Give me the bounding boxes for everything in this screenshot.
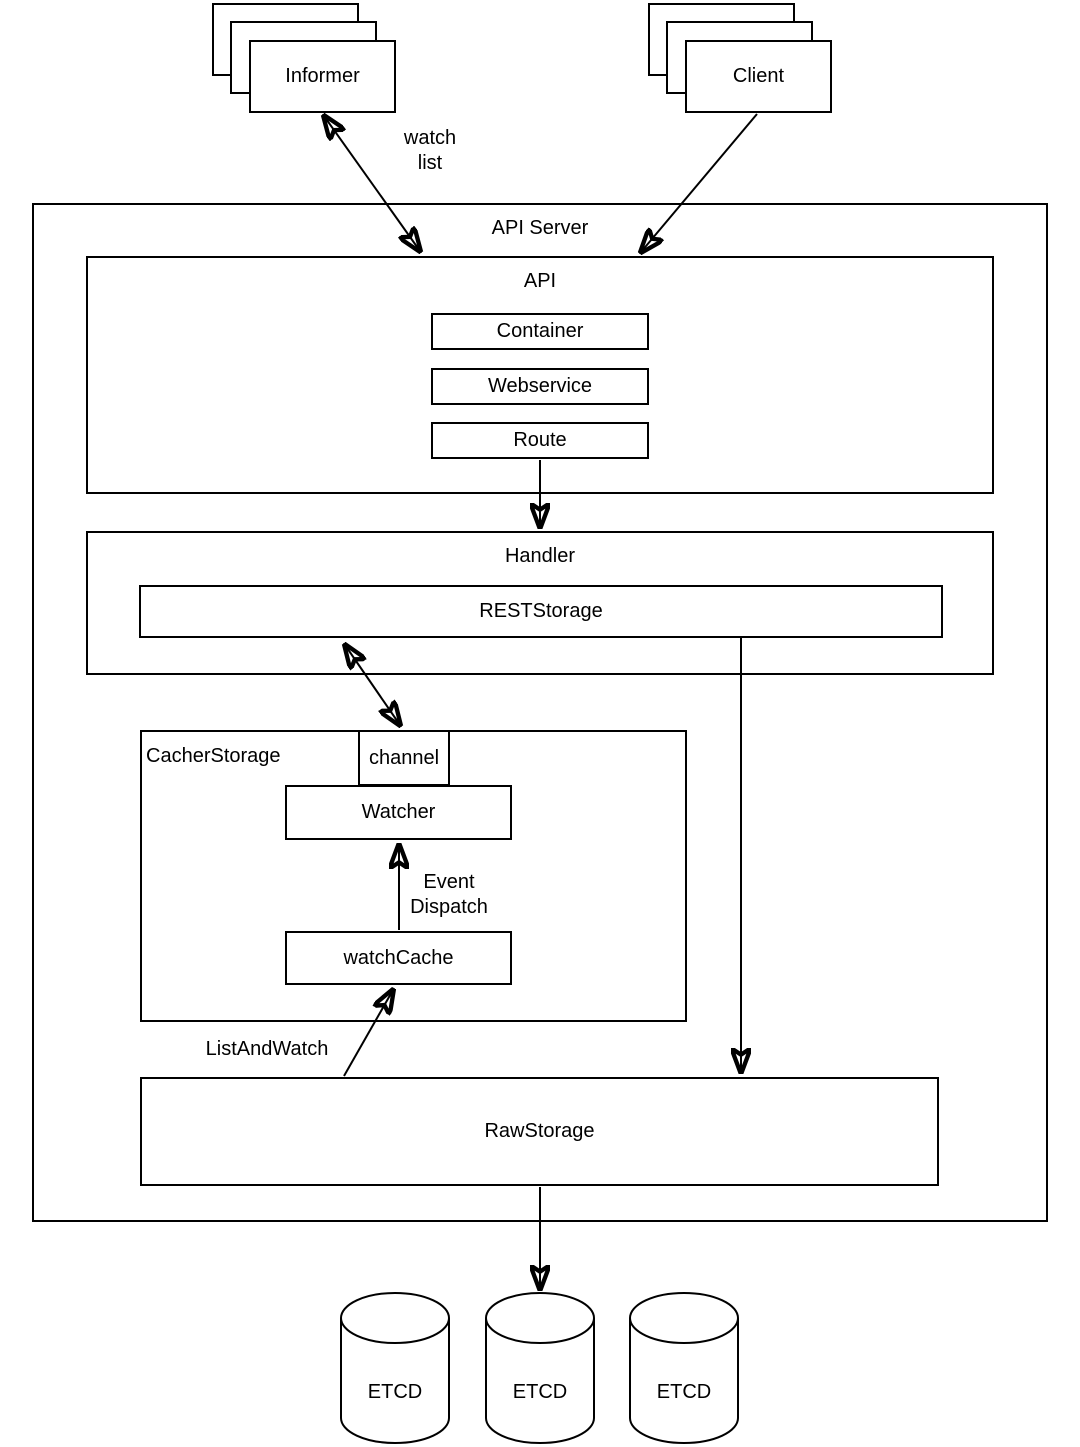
listandwatch-edge-label: ListAndWatch xyxy=(187,1037,347,1062)
listandwatch-text: ListAndWatch xyxy=(205,1038,329,1060)
watch-list-line1: watch xyxy=(403,127,457,149)
etcd-2-label: ETCD xyxy=(513,1381,567,1403)
etcd-1-label: ETCD xyxy=(368,1381,422,1403)
api-label: API xyxy=(523,270,557,292)
watchcache-label: watchCache xyxy=(343,946,454,969)
watchcache-node: watchCache xyxy=(285,931,512,985)
event-dispatch-line1: Event xyxy=(423,871,475,893)
route-label: Route xyxy=(513,429,567,451)
event-dispatch-edge-label: Event Dispatch xyxy=(399,870,499,920)
webservice-label: Webservice xyxy=(487,375,593,397)
event-dispatch-line2: Dispatch xyxy=(410,896,488,918)
container-label: Container xyxy=(496,320,584,342)
route-node: Route xyxy=(431,422,649,459)
client-label: Client xyxy=(732,65,785,87)
watcher-label: Watcher xyxy=(361,801,436,823)
etcd-cylinder-3: ETCD xyxy=(629,1292,739,1444)
channel-label: channel xyxy=(368,746,440,769)
watcher-node: Watcher xyxy=(285,785,512,840)
client-node: Client xyxy=(685,40,832,113)
container-node: Container xyxy=(431,313,649,350)
api-server-label: API Server xyxy=(491,217,589,239)
webservice-node: Webservice xyxy=(431,368,649,405)
informer-node: Informer xyxy=(249,40,396,113)
etcd-3-label: ETCD xyxy=(657,1381,711,1403)
watch-list-edge-label: watch list xyxy=(380,126,480,176)
handler-label: Handler xyxy=(504,545,576,567)
channel-node: channel xyxy=(358,730,450,786)
rawstorage-node: RawStorage xyxy=(140,1077,939,1186)
etcd-cylinder-1: ETCD xyxy=(340,1292,450,1444)
cacherstorage-label: CacherStorage xyxy=(146,745,281,767)
informer-label: Informer xyxy=(285,65,360,87)
reststorage-node: RESTStorage xyxy=(139,585,943,638)
etcd-cylinder-2: ETCD xyxy=(485,1292,595,1444)
rawstorage-label: RawStorage xyxy=(484,1120,595,1142)
watch-list-line2: list xyxy=(417,152,443,174)
reststorage-label: RESTStorage xyxy=(479,600,603,622)
